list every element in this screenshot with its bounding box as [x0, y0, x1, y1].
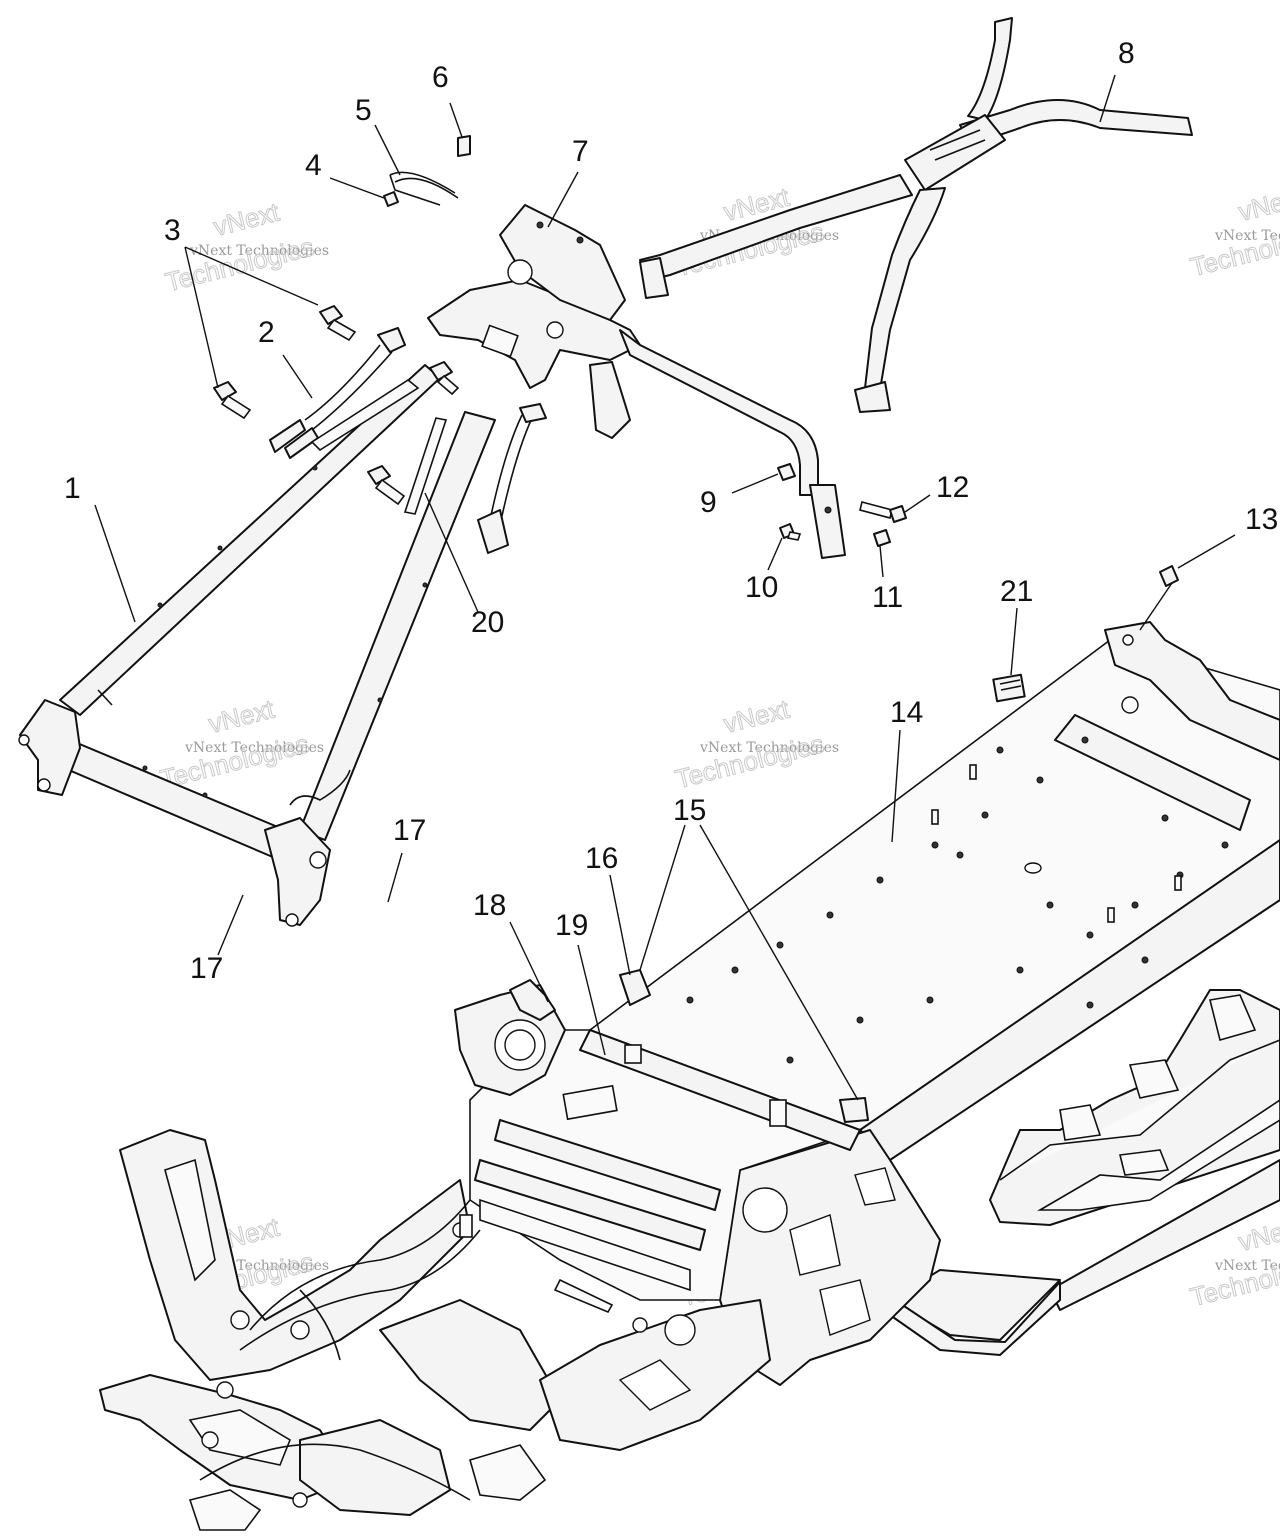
part-20-cable	[403, 403, 547, 554]
callout-13: 13	[1245, 503, 1278, 536]
part-9-nut	[777, 463, 796, 481]
svg-text:Technologies: Technologies	[157, 728, 312, 794]
callout-19: 19	[555, 909, 588, 942]
callout-1: 1	[64, 472, 81, 505]
svg-text:Technologies: Technologies	[1187, 1246, 1280, 1312]
callout-3: 3	[164, 214, 181, 247]
bolt-icon	[213, 381, 252, 420]
svg-text:Technologies: Technologies	[162, 231, 317, 297]
callout-10: 10	[745, 571, 778, 604]
svg-text:Technologies: Technologies	[1187, 216, 1280, 282]
svg-text:vNext Technologies: vNext Technologies	[189, 243, 329, 259]
part-10-bolt	[779, 523, 802, 541]
callout-2: 2	[258, 316, 275, 349]
callout-18: 18	[473, 889, 506, 922]
leader-lines	[94, 74, 1236, 1101]
bolt-icon	[429, 361, 460, 396]
callout-16: 16	[585, 842, 618, 875]
svg-text:vNext Technologies: vNext Technologies	[184, 740, 324, 756]
chassis-bulkhead	[99, 969, 941, 1531]
part-11-bolt	[873, 529, 891, 547]
part-21-bumper	[992, 673, 1026, 703]
part-13-bolt	[1159, 565, 1179, 587]
part-1-front-frame	[18, 364, 496, 927]
watermark: vNext vNext Technologies Technologies	[672, 693, 839, 795]
callout-21: 21	[1000, 575, 1033, 608]
running-board	[989, 989, 1280, 1311]
callout-7: 7	[572, 135, 589, 168]
svg-text:vNext: vNext	[720, 694, 792, 739]
callout-17-right: 17	[393, 814, 426, 847]
part-2-cable-strap	[269, 327, 420, 459]
svg-text:vNext Technologies: vNext Technologies	[1214, 228, 1280, 244]
part-7-steering-mount	[427, 204, 846, 559]
callout-labels: 1 2 3 4 5 6 7 8 9 10 11 12 13 14 15 16 1…	[64, 37, 1278, 985]
callout-5: 5	[355, 94, 372, 127]
bolt-icon	[319, 305, 357, 342]
part-8-upper-frame	[639, 17, 1193, 413]
callout-6: 6	[432, 61, 449, 94]
watermark: vNext vNext Technologies Technologies	[1187, 181, 1280, 283]
part-4-nut	[383, 191, 399, 207]
svg-text:Technologies: Technologies	[672, 728, 827, 794]
part-6-pin	[457, 135, 471, 157]
part-12-bolt	[859, 501, 907, 523]
callout-4: 4	[305, 149, 322, 182]
tunnel-fastener-holes	[686, 736, 1229, 1064]
svg-text:vNext Technologies: vNext Technologies	[699, 740, 839, 756]
callout-11: 11	[872, 581, 903, 614]
watermark: vNext vNext Technologies Technologies	[162, 196, 329, 298]
callout-17-left: 17	[190, 952, 223, 985]
callout-8: 8	[1118, 37, 1135, 70]
part-3-bolts	[213, 305, 460, 506]
svg-text:vNext Technologies: vNext Technologies	[1214, 1258, 1280, 1274]
svg-text:vNext: vNext	[1235, 182, 1280, 227]
svg-text:vNext: vNext	[210, 197, 282, 242]
part-5-clip	[389, 171, 459, 206]
callout-15: 15	[673, 794, 706, 827]
callout-14: 14	[890, 696, 923, 729]
svg-text:vNext: vNext	[205, 694, 277, 739]
callout-20: 20	[471, 606, 504, 639]
callout-12: 12	[936, 471, 969, 504]
watermark: vNext vNext Technologies Technologies	[157, 693, 324, 795]
bolt-icon	[367, 465, 406, 506]
callout-9: 9	[700, 486, 717, 519]
